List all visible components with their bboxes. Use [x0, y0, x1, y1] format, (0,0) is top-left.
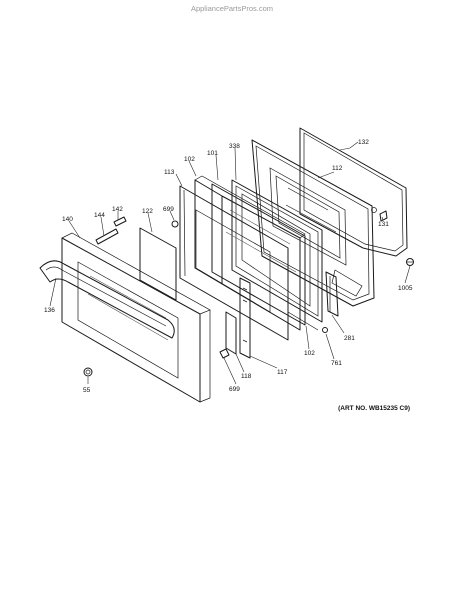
label-140: 140 [62, 216, 73, 223]
screw-1005 [406, 258, 414, 266]
label-761: 761 [331, 360, 342, 367]
label-338: 338 [229, 143, 240, 150]
middle-door-frame [179, 185, 289, 341]
pin-144 [95, 228, 119, 245]
label-117: 117 [277, 369, 288, 376]
hinge-118 [225, 311, 237, 355]
label-144: 144 [94, 212, 105, 219]
label-112: 112 [332, 165, 343, 172]
screw-761 [322, 327, 328, 333]
door-gasket [299, 127, 408, 257]
label-101: 101 [207, 150, 218, 157]
screw-55 [83, 367, 93, 377]
inner-door-liner [251, 139, 377, 307]
pin-142 [113, 216, 127, 227]
hinge-bracket-117 [239, 277, 251, 359]
screw-699-bottom [219, 348, 230, 359]
label-113: 113 [164, 169, 175, 176]
inner-glass-122 [139, 227, 177, 301]
label-55: 55 [83, 387, 91, 394]
glass-panel-102-bottom [287, 311, 319, 331]
watermark-text: AppliancePartsPros.com [191, 4, 273, 13]
part-labels: 132 338 101 102 113 112 699 122 142 144 … [44, 139, 413, 394]
label-131: 131 [378, 221, 389, 228]
label-132: 132 [358, 139, 369, 146]
label-1005: 1005 [398, 285, 413, 292]
glass-panel-101 [211, 183, 306, 326]
door-handle-136 [39, 260, 175, 339]
label-118: 118 [241, 373, 252, 380]
art-number: (ART NO. WB15235 C9) [338, 405, 410, 412]
label-281: 281 [344, 335, 355, 342]
label-102-bottom: 102 [304, 350, 315, 357]
clip-131 [379, 210, 388, 222]
leader-lines [49, 141, 411, 385]
screw-699-top [171, 220, 179, 228]
hinge-arm-281 [325, 271, 339, 317]
label-102-top: 102 [184, 156, 195, 163]
label-142: 142 [112, 206, 123, 213]
label-122: 122 [142, 208, 153, 215]
label-699-bottom: 699 [229, 386, 240, 393]
label-699-top: 699 [163, 206, 174, 213]
outer-door-panel [61, 232, 211, 403]
insulation-frame [231, 179, 323, 323]
label-136: 136 [44, 307, 55, 314]
